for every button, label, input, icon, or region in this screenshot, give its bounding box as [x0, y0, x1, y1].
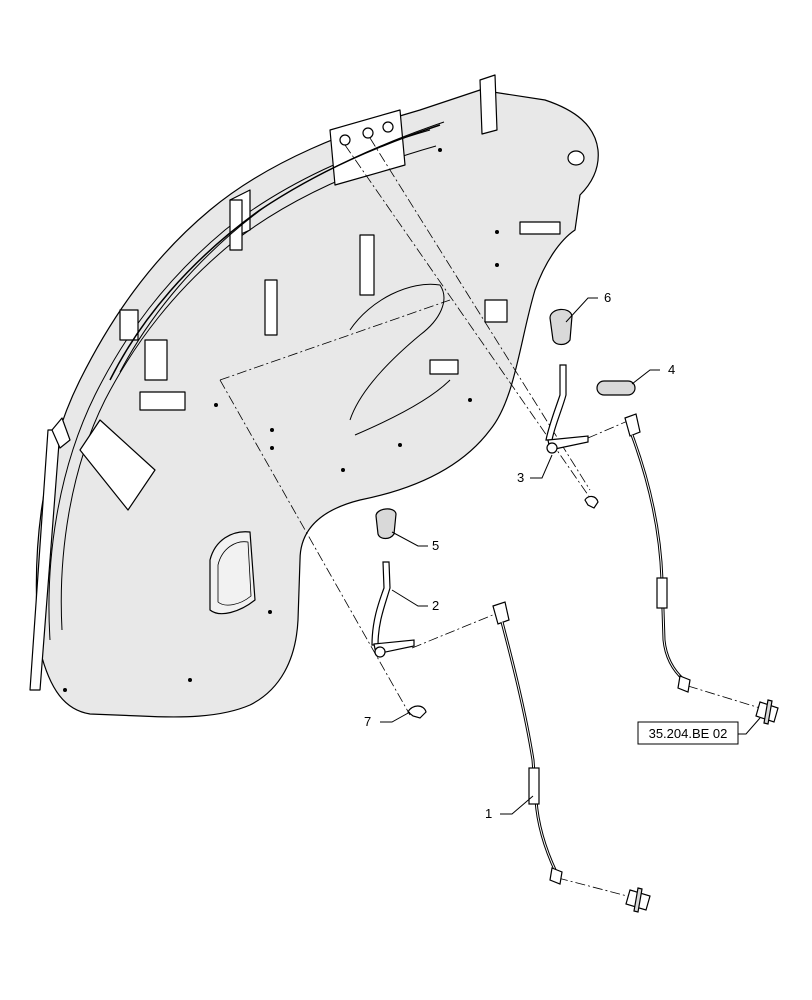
shift-lever-upper [545, 364, 589, 454]
clip-lower [407, 705, 427, 719]
callout-4: 4 [668, 362, 675, 377]
callout-1: 1 [485, 806, 492, 821]
connector-lower [625, 887, 651, 913]
reference-box[interactable]: 35.204.BE 02 [637, 721, 739, 745]
knob-lower [375, 508, 397, 540]
callout-6: 6 [604, 290, 611, 305]
knob-upper [549, 308, 573, 346]
connector-upper [755, 699, 779, 725]
shift-lever-lower [371, 561, 415, 658]
cable-lower [492, 601, 563, 885]
callout-2: 2 [432, 598, 439, 613]
leader-lines [380, 297, 761, 815]
clip-upper [584, 495, 599, 509]
grommet [596, 380, 636, 396]
cable-upper [624, 413, 691, 693]
callout-5: 5 [432, 538, 439, 553]
callout-7: 7 [364, 714, 371, 729]
callout-3: 3 [517, 470, 524, 485]
fender-panel [29, 74, 599, 718]
reference-label: 35.204.BE 02 [649, 726, 728, 741]
